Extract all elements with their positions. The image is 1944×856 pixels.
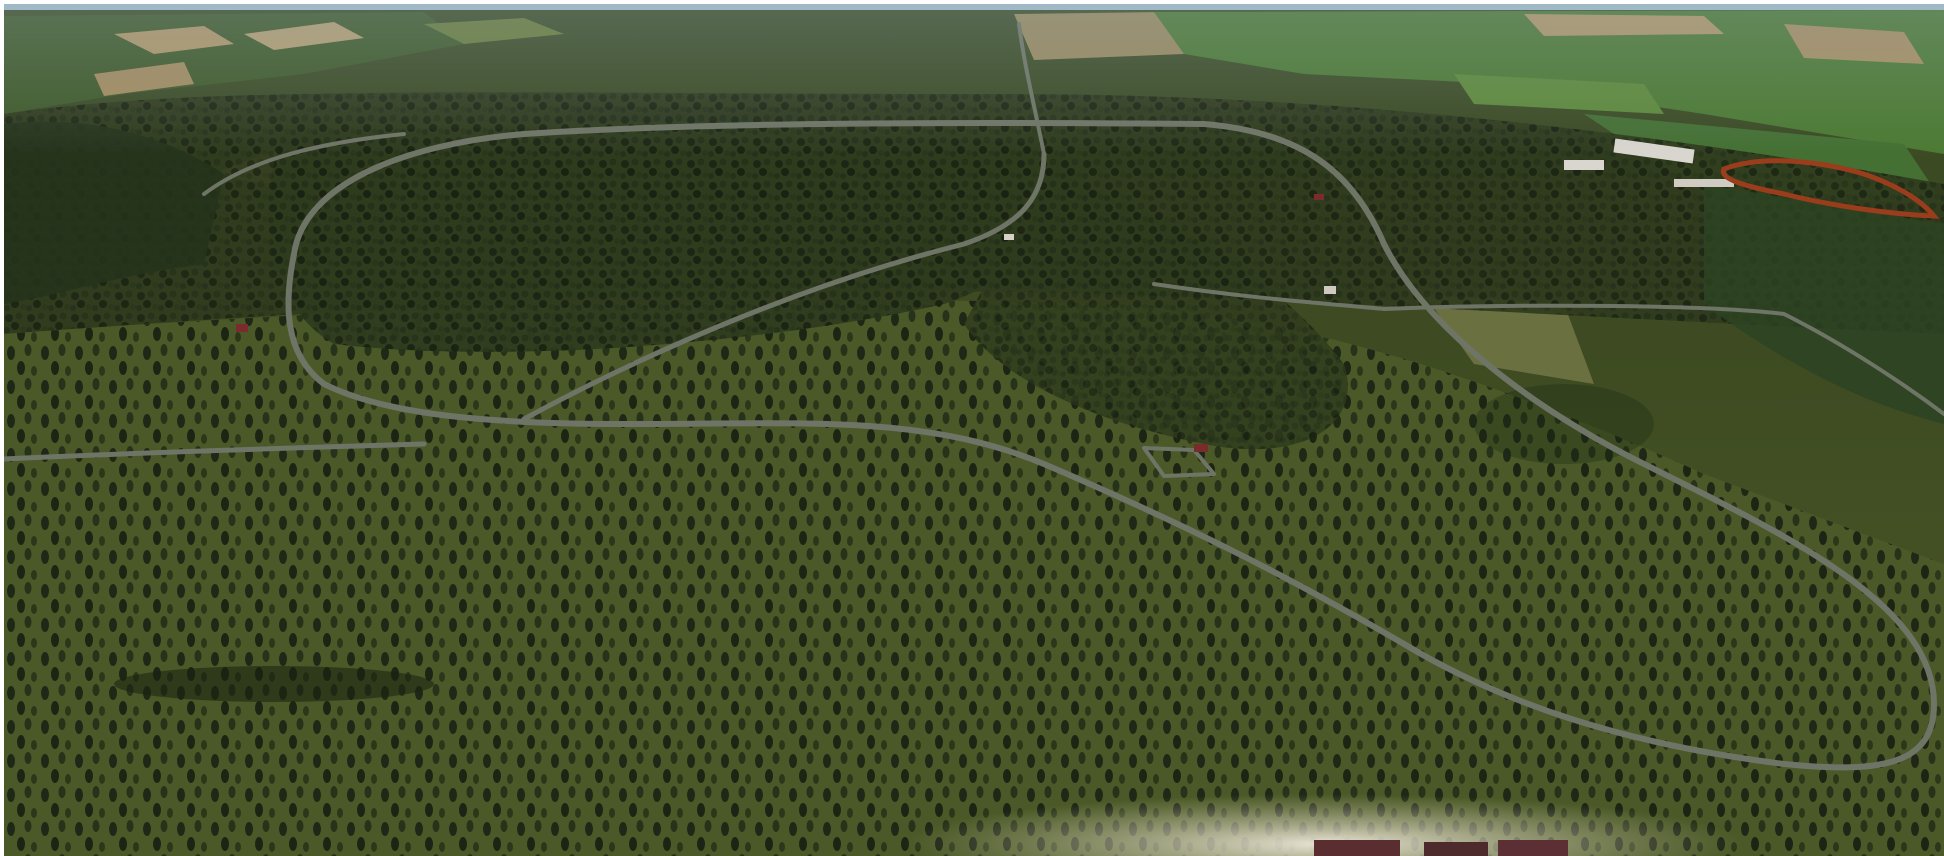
haze	[4, 4, 1944, 856]
terrain-canvas	[4, 4, 1944, 856]
terrain-scene	[4, 4, 1944, 856]
